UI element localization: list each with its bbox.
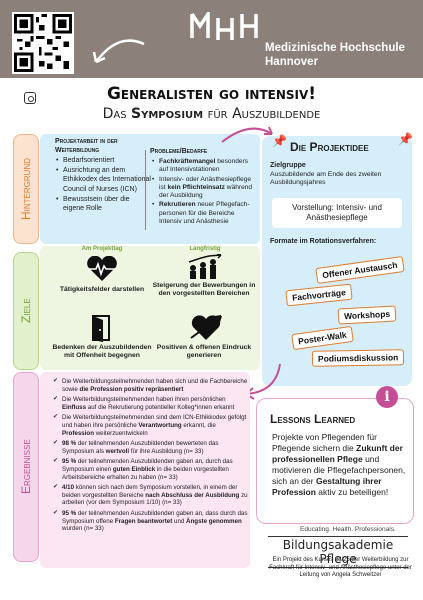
hintergrund-left-heading: Projektarbeit in der Weiterbildung — [55, 138, 118, 154]
vorstellung-box: Vorstellung: Intensiv- und Anästhesiepfl… — [272, 198, 402, 228]
item-bold: nach Abschluss der Ausbildung — [145, 491, 240, 499]
hintergrund-right-heading: Probleme/Bedarfe — [150, 148, 208, 155]
subtitle-prefix: Das — [102, 106, 127, 122]
bildungsakademie-name: Bildungsakademie Pflege — [268, 536, 408, 568]
bildungsakademie-text: Ein Projekt des Kurses 23/25 der Weiterb… — [269, 557, 412, 578]
list-item: Ausrichtung an dem Ethikkodex des Intern… — [56, 166, 151, 194]
list-item: Rekrutieren neuer Pflegefach-personen fü… — [152, 201, 257, 226]
zielgruppe-text: Auszubildende am Ende des zweiten Ausbil… — [270, 171, 382, 187]
growth-people-icon — [186, 253, 226, 286]
lessons-panel — [256, 398, 414, 524]
list-item: Intensiv- oder Anästhesiepflege ist kein… — [152, 176, 257, 201]
ziele-heading-left: Am Projekttag — [81, 246, 123, 252]
item-bold: 98 % — [62, 440, 77, 448]
qr-code[interactable] — [12, 12, 74, 74]
item-bold: guten Einblick — [112, 465, 156, 473]
item-bold: Ängste genommen — [186, 517, 242, 525]
bildungsakademie-tagline: Educating. Health. Professionals. — [300, 526, 396, 533]
format-workshops: Workshops — [337, 305, 397, 325]
list-item: 95 % der teilnehmenden Auszubildenden ga… — [53, 458, 249, 481]
ziel-label: Positiven & offenen Eindruck generieren — [156, 344, 252, 360]
list-item: 98 % der teilnehmenden Auszubildenden be… — [53, 440, 249, 455]
pin-icon: 📌 — [272, 134, 287, 148]
item-bold: Fachkräftemangel — [159, 158, 216, 165]
ergebnisse-list: Die Weiterbildungsteilnehmenden haben si… — [53, 378, 249, 536]
pin-icon: 📌 — [398, 132, 413, 146]
projektidee-title: Die Projektidee — [290, 140, 369, 154]
item-bold: Einfluss — [62, 403, 87, 411]
tab-hintergrund: Hintergrund — [13, 134, 39, 244]
item-bold: Verantwortung — [138, 421, 182, 429]
mhh-logo — [190, 8, 260, 42]
item-bold: Profession — [62, 429, 94, 437]
lessons-text: Projekte von Pflegenden für Pflegende si… — [272, 432, 412, 498]
list-item: Die Weiterbildungsteilnehmenden haben ih… — [53, 396, 249, 411]
curved-arrow-icon — [92, 39, 145, 64]
formate-label: Formate im Rotationsverfahren: — [270, 238, 377, 245]
format-podiumsdiskussion: Podiumsdiskussion — [311, 349, 405, 367]
lessons-text-part: aktiv zu beteiligen! — [315, 487, 389, 497]
item-bold: die Profession positiv repräsentiert — [79, 385, 184, 393]
lessons-title: Lessons Learned — [270, 412, 356, 426]
instagram-icon[interactable] — [24, 92, 36, 104]
lessons-text-part: Projekte von Pflegenden für Pflegende si… — [272, 432, 377, 453]
list-item: 4/10 können sich nach dem Symposium vors… — [53, 484, 249, 507]
zielgruppe-label: Zielgruppe — [270, 162, 306, 169]
item-bold: 95 % — [62, 509, 77, 517]
arrow-icon — [221, 126, 273, 143]
university-name-line1: Medizinische Hochschule — [265, 42, 405, 54]
heart-arrow-icon — [186, 314, 226, 348]
page-title: Generalisten go intensiv! — [106, 84, 317, 104]
list-item: Bewusstsein über die eigene Rolle — [56, 195, 151, 213]
tab-ergebnisse: Ergebnisse — [13, 372, 39, 562]
lessons-text-bold: Zukunft der professionellen Pflege — [272, 443, 403, 464]
university-name-line2: Hannover — [265, 56, 319, 68]
list-item: 95 % der teilnehmenden Auszubildenden ga… — [53, 510, 249, 533]
subtitle-bold: Symposium — [131, 106, 204, 122]
lessons-text-part: und motivieren die Pflegefachpersonen, s… — [272, 454, 406, 486]
ziele-heading-right: Langfristig — [189, 246, 221, 252]
info-icon: i — [376, 386, 398, 408]
item-bold: 95 % — [62, 458, 77, 466]
item-bold: kein Pflichteinsatz — [167, 183, 225, 191]
tab-ziele: Ziele — [13, 252, 39, 370]
list-item: Die Weiterbildungsteilnehmenden haben si… — [53, 378, 249, 393]
hintergrund-left-list: Bedarfsorientiert Ausrichtung an dem Eth… — [56, 156, 151, 214]
ziel-label: Steigerung der Bewerbungen in den vorges… — [152, 282, 256, 298]
ziel-label: Tätigkeitsfelder darstellen — [59, 286, 145, 293]
item-bold: Fragen beantwortet — [114, 517, 173, 525]
ziel-label: Bedenken der Auszubildenden mit Offenhei… — [52, 344, 152, 360]
divider — [145, 150, 146, 230]
item-bold: 4/10 — [62, 484, 75, 492]
lessons-text-bold: Gestaltung ihrer Profession — [272, 476, 382, 497]
page-subtitle: Das Symposium für Auszubildende — [0, 106, 423, 122]
list-item: Fachkräftemangel besonders auf Intensivs… — [152, 158, 257, 175]
subtitle-suffix: für Auszubildende — [207, 106, 321, 122]
list-item: Bedarfsorientiert — [56, 156, 151, 165]
heartbeat-icon — [82, 255, 122, 288]
hintergrund-right-list: Fachkräftemangel besonders auf Intensivs… — [152, 158, 257, 227]
ziele-panel — [40, 246, 260, 370]
item-bold: Rekrutieren — [159, 201, 196, 209]
item-bold: wertvoll — [105, 447, 130, 455]
door-icon — [82, 314, 122, 348]
list-item: Die Weiterbildungsteilnehmenden sind dem… — [53, 414, 249, 437]
